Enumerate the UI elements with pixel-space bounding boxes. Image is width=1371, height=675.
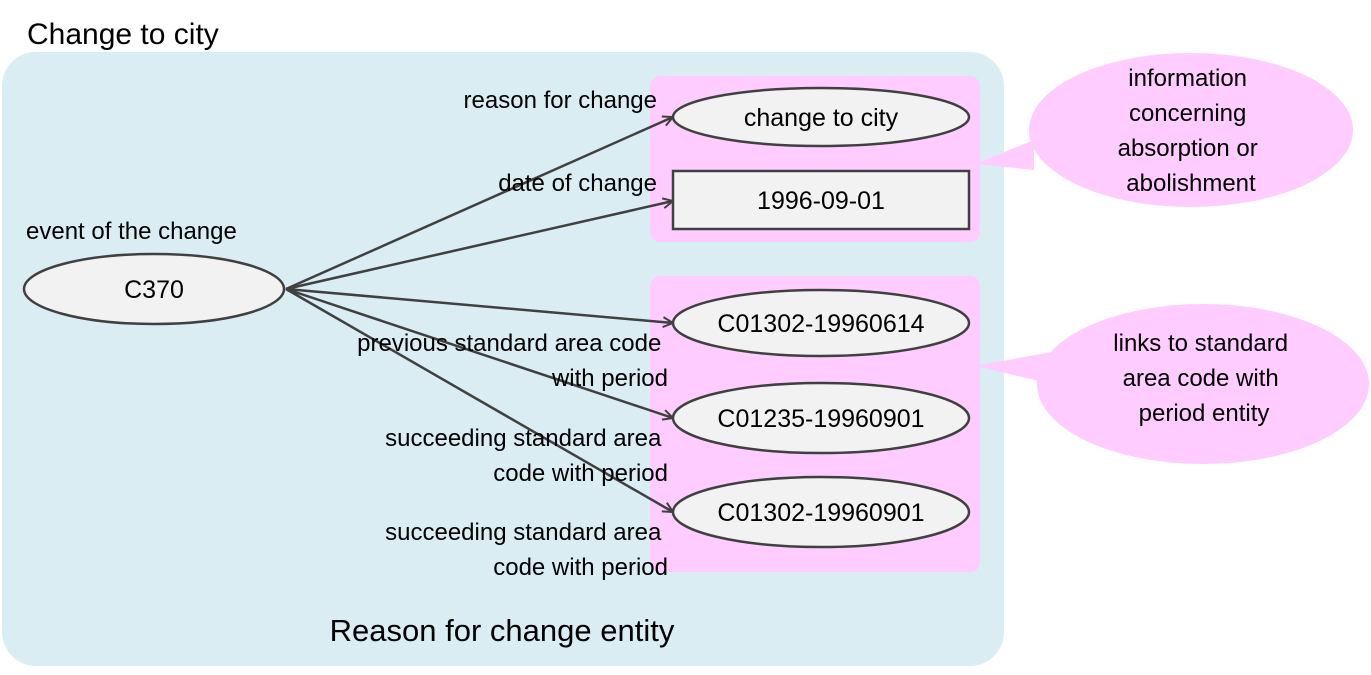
edges bbox=[285, 117, 673, 512]
node-previous-code bbox=[671, 288, 971, 358]
callout-links-line-1: links to standard bbox=[1113, 330, 1288, 357]
callout-links-line-2: area code with bbox=[1123, 365, 1279, 392]
callout-info-line-3: absorption or bbox=[1118, 135, 1258, 162]
svg-text:succeeding standard area c: succeeding standard area code with perio… bbox=[385, 519, 668, 581]
edge-reason-for-change bbox=[285, 117, 673, 291]
label-previous-code-line-1: previous standard area code bbox=[357, 330, 661, 357]
callout-info-line-4: abolishment bbox=[1126, 170, 1256, 197]
label-date-of-change: date of change bbox=[498, 170, 657, 197]
value-date: 1996-09-01 bbox=[757, 187, 885, 215]
subject-label: event of the change bbox=[26, 218, 237, 245]
label-succeeding-code-1-line-2: code with period bbox=[493, 460, 668, 487]
callout-info-line-1: information bbox=[1128, 65, 1247, 92]
callout-info-line-2: concerning bbox=[1129, 100, 1246, 127]
edge-succeeding-code-1 bbox=[285, 287, 673, 418]
callout-links-line-3: period entity bbox=[1139, 400, 1270, 427]
node-change-to-city bbox=[671, 86, 971, 148]
node-date bbox=[671, 169, 971, 231]
edge-date-of-change bbox=[285, 201, 673, 291]
value-succeeding-code-1: C01235-19960901 bbox=[717, 405, 924, 433]
edge-previous-code bbox=[285, 287, 673, 323]
label-succeeding-code-2-line-1: succeeding standard area bbox=[385, 519, 662, 546]
svg-text:previous standard area code: previous standard area code with period bbox=[357, 330, 668, 392]
value-previous-code: C01302-19960614 bbox=[717, 310, 924, 338]
subject-value: C370 bbox=[124, 276, 184, 304]
label-previous-code-line-2: with period bbox=[551, 365, 668, 392]
svg-text:information concerning: information concerning absorption or abo… bbox=[1118, 65, 1265, 197]
diagram-title: Change to city bbox=[27, 18, 219, 51]
value-succeeding-code-2: C01302-19960901 bbox=[717, 499, 924, 527]
node-succeeding-code-1 bbox=[671, 381, 971, 455]
edge-succeeding-code-2 bbox=[285, 287, 673, 512]
label-succeeding-code-1-line-1: succeeding standard area bbox=[385, 425, 662, 452]
node-succeeding-code-2 bbox=[671, 475, 971, 549]
entity-caption: Reason for change entity bbox=[330, 613, 675, 648]
callout-links: links to standard area code with period … bbox=[975, 304, 1369, 464]
value-change-to-city: change to city bbox=[744, 104, 899, 132]
svg-text:links to standard area c: links to standard area code with period … bbox=[1113, 330, 1294, 427]
svg-text:succeeding standard area c: succeeding standard area code with perio… bbox=[385, 425, 668, 487]
callout-info: information concerning absorption or abo… bbox=[975, 53, 1353, 207]
subject-node bbox=[22, 252, 286, 326]
label-reason-for-change: reason for change bbox=[464, 87, 657, 114]
label-succeeding-code-2-line-2: code with period bbox=[493, 554, 668, 581]
